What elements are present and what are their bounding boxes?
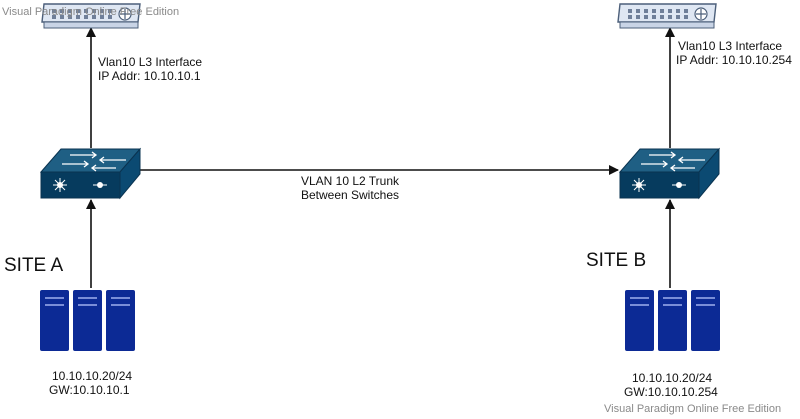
servers-b-icon [625, 290, 720, 351]
router-b-icon [617, 3, 717, 29]
trunk-label-line1: VLAN 10 L2 Trunk [300, 174, 400, 188]
router-a-label-line2: IP Addr: 10.10.10.1 [98, 69, 201, 83]
site-b-title: SITE B [586, 250, 647, 271]
router-b-label-line1: Vlan10 L3 Interface [678, 39, 783, 53]
router-a-icon [41, 3, 141, 29]
server-b-1 [625, 290, 654, 351]
servers-a-ip: 10.10.10.20/24 [52, 369, 133, 383]
router-a-label-line1: Vlan10 L3 Interface [98, 55, 203, 69]
switch-a-icon [39, 147, 142, 200]
servers-b-ip: 10.10.10.20/24 [632, 371, 713, 385]
server-a-3 [106, 290, 135, 351]
servers-b-gateway: GW:10.10.10.254 [624, 385, 718, 399]
watermark-top: Visual Paradigm Online Free Edition [2, 6, 180, 18]
server-a-2 [73, 290, 102, 351]
switch-b-icon [618, 147, 721, 200]
server-b-3 [691, 290, 720, 351]
server-a-1 [40, 290, 69, 351]
servers-a-icon [40, 290, 135, 351]
servers-a-gateway: GW:10.10.10.1 [49, 383, 130, 397]
router-b-label-line2: IP Addr: 10.10.10.254 [676, 53, 792, 67]
watermark-bottom: Visual Paradigm Online Free Edition [604, 403, 782, 415]
server-b-2 [658, 290, 687, 351]
trunk-label-line2: Between Switches [300, 188, 400, 202]
site-a-title: SITE A [4, 255, 64, 276]
